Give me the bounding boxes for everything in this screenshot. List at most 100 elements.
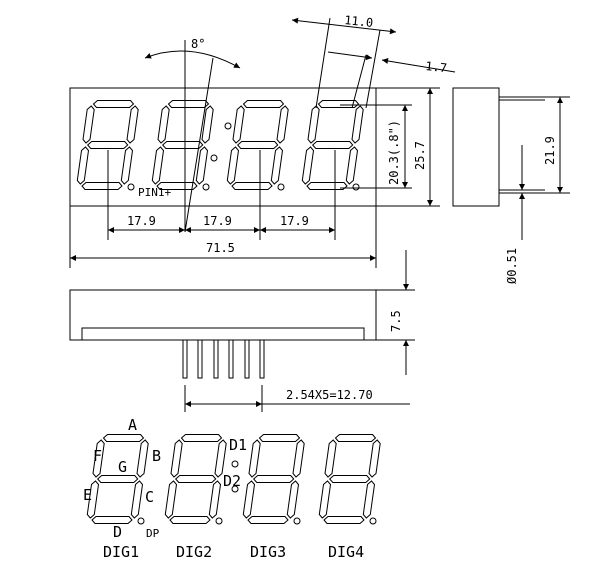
segment-b — [126, 105, 139, 144]
pitch-label-2: 17.9 — [203, 214, 232, 228]
pin-diameter-label: Ø0.51 — [505, 248, 519, 284]
segment-b — [214, 439, 227, 478]
schematic-digit-2 — [164, 434, 227, 525]
decimal-point — [127, 183, 135, 191]
front-digit-3 — [226, 100, 289, 191]
segment-g — [86, 141, 129, 149]
seg-a-label: A — [128, 416, 137, 434]
segment-b — [136, 439, 149, 478]
digit-label-2: DIG2 — [176, 543, 212, 561]
seg-b-label: B — [152, 447, 161, 465]
bottom-body — [69, 289, 377, 341]
segment-c — [286, 480, 300, 519]
segment-e — [301, 146, 315, 185]
seg-g-label: G — [118, 458, 127, 476]
schematic-digit-1 — [86, 434, 149, 525]
decimal-point — [277, 183, 285, 191]
depth-label: 7.5 — [389, 310, 403, 332]
decimal-point — [293, 517, 301, 525]
segment-a — [242, 100, 285, 108]
segment-b — [276, 105, 289, 144]
decimal-point — [352, 183, 360, 191]
digit-label-3: DIG3 — [250, 543, 286, 561]
side-pin-label: 21.9 — [543, 136, 557, 165]
segment-a — [167, 100, 210, 108]
segment-a — [92, 100, 135, 108]
segment-e — [242, 480, 256, 519]
decimal-point — [137, 517, 145, 525]
front-digit-1 — [76, 100, 139, 191]
seg-e-label: E — [83, 486, 92, 504]
segment-e — [151, 146, 165, 185]
digit-width-label: 11.0 — [344, 13, 374, 30]
segment-c — [120, 146, 134, 185]
segment-f — [232, 105, 245, 144]
segment-b — [201, 105, 214, 144]
d1-label: D1 — [229, 436, 247, 454]
segment-c — [345, 146, 359, 185]
pitch-label-3: 17.9 — [280, 214, 309, 228]
segment-a — [102, 434, 145, 442]
segment-d — [91, 516, 133, 524]
pin-pitch-label: 2.54X5=12.70 — [286, 388, 373, 402]
segment-a — [317, 100, 360, 108]
segment-d — [231, 182, 273, 190]
width-ext-right — [365, 29, 381, 109]
segment-b — [351, 105, 364, 144]
front-digit-4 — [301, 100, 364, 191]
side-body — [452, 87, 500, 207]
segment-b — [292, 439, 305, 478]
segment-d — [306, 182, 348, 190]
colon-dot-d1 — [231, 460, 239, 468]
width-ext-left — [315, 17, 331, 109]
decimal-point — [369, 517, 377, 525]
segment-d — [169, 516, 211, 524]
segment-c — [130, 480, 144, 519]
segment-c — [195, 146, 209, 185]
segment-a — [180, 434, 223, 442]
pin-4 — [228, 339, 234, 379]
pin-2 — [197, 339, 203, 379]
offset-ext — [351, 54, 367, 109]
colon-dot-d2 — [231, 485, 239, 493]
seg-f-label: F — [93, 447, 102, 465]
seg-dp-label: DP — [146, 527, 160, 540]
segment-a — [334, 434, 377, 442]
segment-a — [258, 434, 301, 442]
digit-label-4: DIG4 — [328, 543, 364, 561]
colon-dot-lower — [210, 154, 218, 162]
schematic-digit-3 — [242, 434, 305, 525]
segment-g — [96, 475, 139, 483]
segment-g — [252, 475, 295, 483]
pin-6 — [259, 339, 265, 379]
pin-5 — [244, 339, 250, 379]
segment-g — [311, 141, 354, 149]
colon-dot-upper — [224, 122, 232, 130]
segment-e — [86, 480, 100, 519]
overall-width-label: 71.5 — [206, 241, 235, 255]
body-height-label: 25.7 — [413, 141, 427, 170]
segment-e — [164, 480, 178, 519]
pin-row — [182, 339, 265, 379]
segment-f — [92, 439, 105, 478]
pitch-label-1: 17.9 — [127, 214, 156, 228]
decimal-point — [215, 517, 223, 525]
segment-e — [318, 480, 332, 519]
digit-offset-label: 1.7 — [425, 59, 448, 75]
segment-g — [161, 141, 204, 149]
bottom-body-step — [81, 327, 365, 340]
width-dim-line — [291, 17, 397, 35]
seg-c-label: C — [145, 488, 154, 506]
char-height-label: 20.3(.8") — [387, 120, 401, 185]
segment-g — [328, 475, 371, 483]
segment-d — [247, 516, 289, 524]
segment-c — [208, 480, 222, 519]
pin1-label: PIN1+ — [138, 186, 171, 199]
schematic-digits — [86, 434, 381, 525]
pin-3 — [213, 339, 219, 379]
tilt-label: 8° — [191, 37, 205, 51]
segment-e — [226, 146, 240, 185]
schematic-digit-4 — [318, 434, 381, 525]
